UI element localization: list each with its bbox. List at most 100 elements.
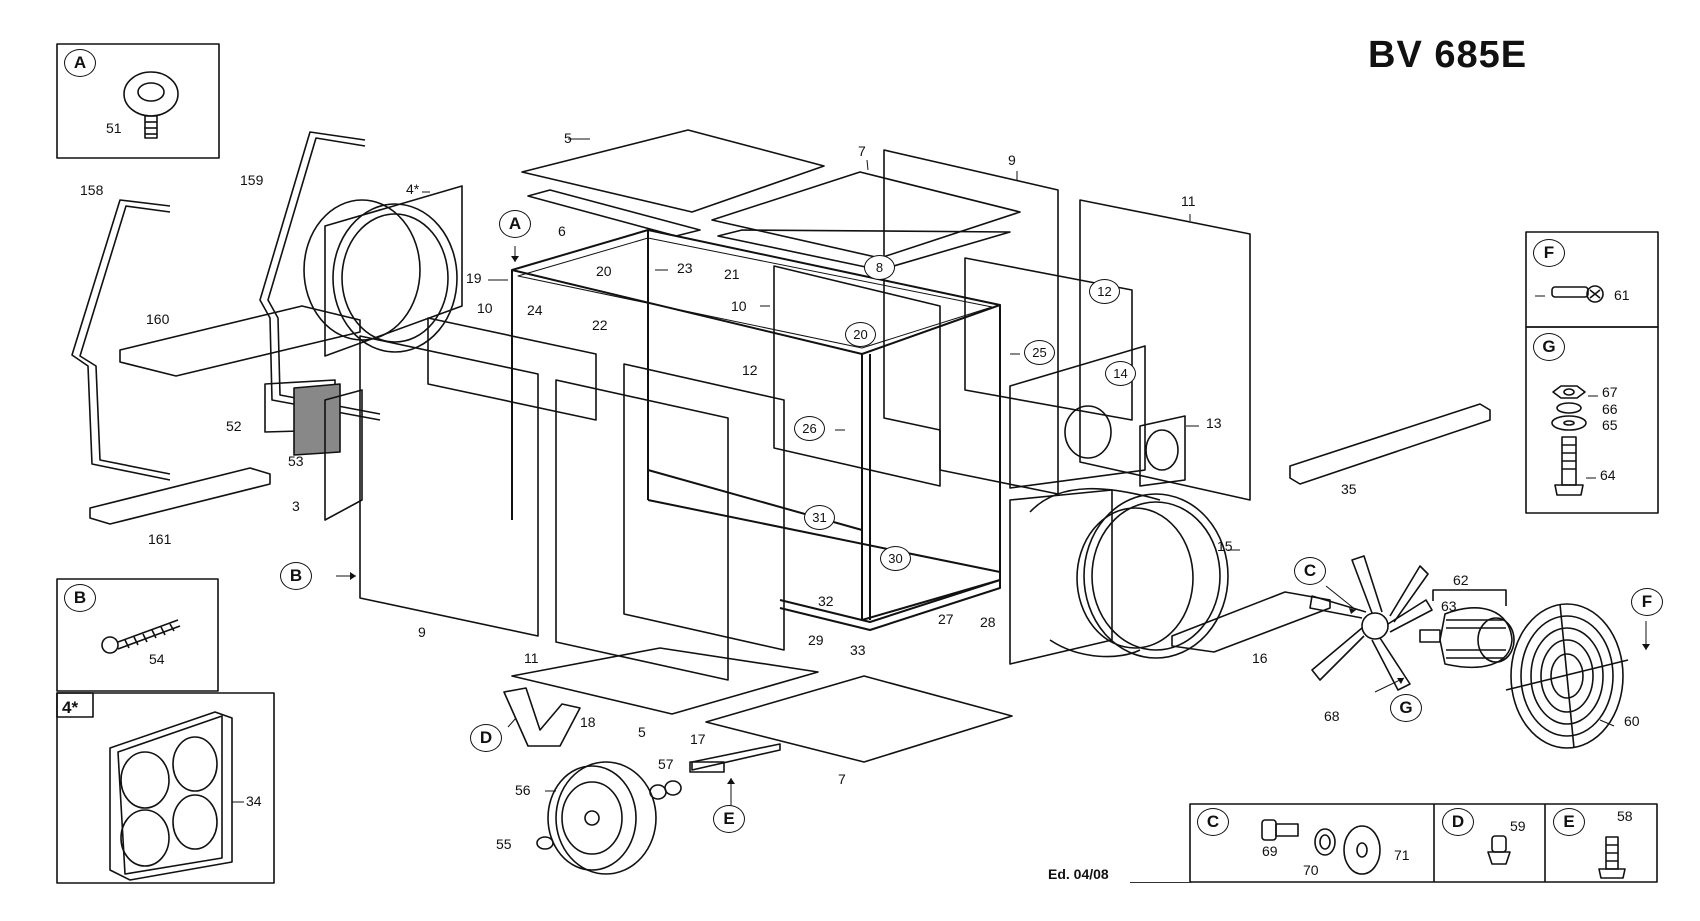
detail-letter-a: A [64,49,96,77]
fan-guard-part-60 [1505,603,1629,749]
motor-bracket-part-16 [1171,591,1331,653]
label-20-top: 20 [596,263,612,279]
label-29: 29 [808,632,824,648]
detail-box-4-frame [56,692,275,884]
fan-duct-part-15 [1009,487,1229,665]
washer-part-57-b [664,780,682,796]
side-panel-part-9-rear [883,149,1059,495]
view-marker-g: G [1390,694,1422,722]
label-66: 66 [1602,401,1618,417]
label-23: 23 [677,260,693,276]
label-3: 3 [292,498,300,514]
label-11-top: 11 [1181,193,1196,209]
callout-12: 12 [1089,279,1120,304]
main-frame [511,229,1001,631]
gasket-part-53 [293,383,341,456]
label-5-bottom: 5 [638,724,646,740]
label-159: 159 [240,172,264,188]
label-33: 33 [850,642,866,658]
label-69: 69 [1262,843,1278,859]
cap-part-55 [536,836,554,850]
callout-30: 30 [880,546,911,571]
label-17: 17 [690,731,706,747]
label-68: 68 [1324,708,1340,724]
label-53: 53 [288,453,304,469]
handle-part-158 [71,199,171,481]
model-title: BV 685E [1368,34,1528,76]
label-67: 67 [1602,384,1618,400]
label-34: 34 [246,793,262,809]
label-161: 161 [148,531,172,547]
detail-box-g-frame [1525,326,1659,514]
label-64: 64 [1600,467,1616,483]
label-15: 15 [1217,538,1233,554]
label-4: 4* [406,181,420,197]
panel-part-10-inner [773,265,941,487]
label-21: 21 [724,266,740,282]
detail-box-4-tag [56,692,94,718]
wheel-part-56 [547,761,657,875]
label-61: 61 [1614,287,1630,303]
detail-letter-c: C [1197,808,1229,836]
label-55: 55 [496,836,512,852]
cover-plate-part-34 [109,711,233,881]
view-marker-c: C [1294,557,1326,585]
bolt-part-61 [1551,285,1604,303]
front-panel-part-11 [555,379,729,681]
callout-31: 31 [804,505,835,530]
label-19: 19 [466,270,482,286]
label-63: 63 [1441,598,1457,614]
label-54: 54 [149,651,165,667]
label-62: 62 [1453,572,1469,588]
washer-part-57-a [649,784,667,800]
label-12-left: 12 [742,362,758,378]
label-70: 70 [1303,862,1319,878]
label-52: 52 [226,418,242,434]
label-27: 27 [938,611,954,627]
label-10-left: 10 [477,300,493,316]
view-marker-d: D [470,724,502,752]
panel-part-12-right [964,257,1133,421]
panel-part-3 [324,389,363,521]
bracket-part-18 [503,687,581,747]
label-11-front: 11 [524,650,539,666]
label-60: 60 [1624,713,1640,729]
top-panel-part-7 [711,171,1021,259]
view-marker-e: E [713,805,745,833]
screw-part-54 [101,619,181,654]
top-panel-part-5 [521,129,825,213]
detail-box-a-frame [56,43,220,159]
label-56: 56 [515,782,531,798]
callout-8: 8 [864,255,895,280]
detail-letter-b: B [64,584,96,612]
label-18: 18 [580,714,596,730]
view-marker-a: A [499,210,531,238]
part-59 [1487,835,1511,865]
label-57: 57 [658,756,674,772]
label-7-bottom: 7 [838,771,846,787]
fastener-set-part-64-67 [1551,385,1587,496]
gasket-part-6 [527,189,701,237]
detail-letter-d: D [1442,808,1474,836]
callout-26: 26 [794,416,825,441]
label-6: 6 [558,223,566,239]
label-51: 51 [106,120,122,136]
motor-part-63 [1419,606,1515,669]
inlet-ring-part-4 [303,185,463,357]
label-59: 59 [1510,818,1526,834]
label-10-inner: 10 [731,298,747,314]
axle-part-17 [691,743,781,771]
handle-part-159 [259,131,381,421]
label-7-top: 7 [858,143,866,159]
label-71: 71 [1394,847,1410,863]
label-13: 13 [1206,415,1222,431]
label-16: 16 [1252,650,1268,666]
callout-14: 14 [1105,361,1136,386]
label-22: 22 [592,317,608,333]
base-frame-part-161 [89,467,271,525]
label-35: 35 [1341,481,1357,497]
label-24: 24 [527,302,543,318]
label-160: 160 [146,311,170,327]
